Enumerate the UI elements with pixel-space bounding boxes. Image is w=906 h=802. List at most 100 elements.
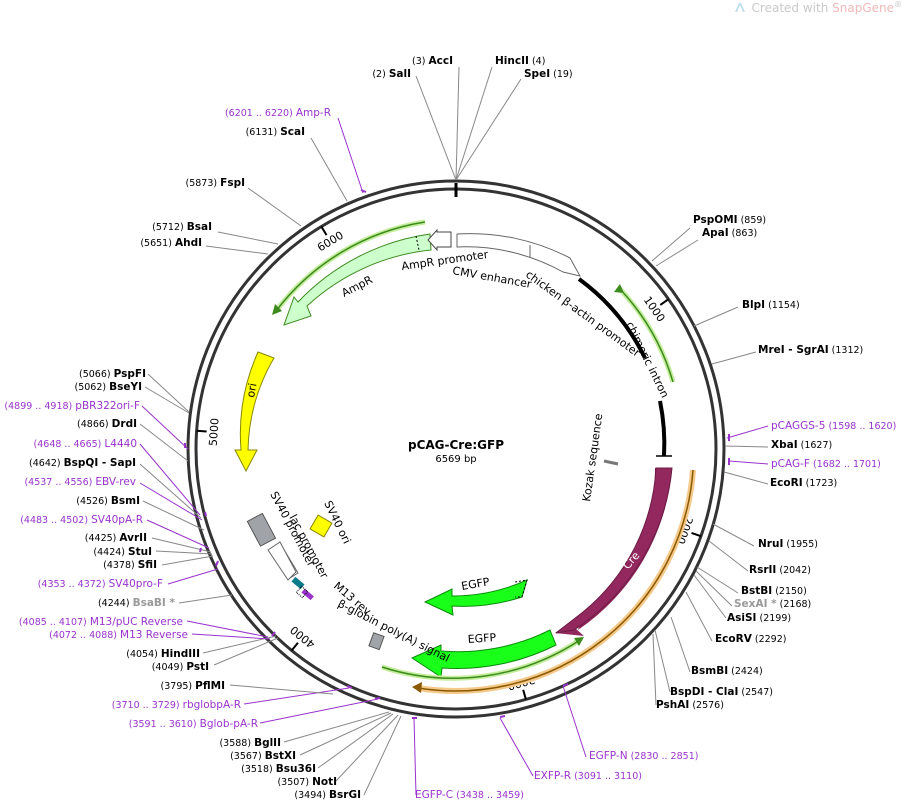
site-label: (3710 .. 3729) rbglobpA-R [112,699,241,711]
site-name: BstXI [265,750,296,762]
site-name: L4440 [104,438,137,450]
site-name: rbglobpA-R [183,699,241,711]
site-label: (2) SalI [372,68,411,80]
tick-mark [691,531,702,538]
site-name: BspQI - SapI [64,457,136,469]
site-position: (4866) [77,419,109,430]
site-name: BspDI - ClaI [670,686,738,698]
ampr-promoter-arrow [427,228,452,252]
snapgene-logo-icon [734,3,745,12]
site-position: (1154) [768,300,800,311]
site-name: BsrGI [329,789,361,801]
site-label: (3494) BsrGI [294,789,361,801]
site-name: Bsu36I [276,763,316,775]
site-position: (4085 .. 4107) [19,617,87,628]
site-position: (4642) [29,458,61,469]
egfp-outer-label: EGFP [467,631,497,646]
site-position: (863) [732,228,758,239]
site-label: XbaI (1627) [771,439,832,451]
tick-label: 5000 [207,418,222,447]
site-name: M13 Reverse [120,629,188,641]
cmv-enhancer-label: CMV enhancer [451,264,532,291]
site-label: AsiSI (2199) [727,612,791,624]
site-position: (2830 .. 2851) [631,751,699,762]
egfp-inner-arrow [423,579,528,616]
site-label: (3518) Bsu36I [241,763,316,775]
site-name: pCAG-F [771,458,810,470]
site-label: (4049) PstI [152,661,209,673]
site-label: (4483 .. 4502) SV40pA-R [20,514,143,526]
site-position: (3518) [241,764,273,775]
site-position: (4483 .. 4502) [20,515,88,526]
site-label: EGFP-C (3438 .. 3459) [415,789,524,801]
site-name: AsiSI [727,612,756,624]
watermark-brand: SnapGene [832,1,894,15]
tick-mark [320,226,328,236]
site-name: DrdI [112,418,137,430]
leader-lines [139,66,769,796]
site-label: EGFP-N (2830 .. 2851) [589,750,698,762]
kozak-label: Kozak sequence [580,412,605,502]
site-name: SexAI * [734,598,777,610]
site-name: pCAGGS-5 [771,420,825,432]
site-position: (5873) [186,178,218,189]
site-name: BsaBI * [133,597,176,609]
site-position: (2) [372,69,385,80]
sv40-promoter-gray-box [246,512,277,547]
site-label: (4424) StuI [93,546,152,558]
site-label: BstBI (2150) [741,585,807,597]
site-name: PspOMI [693,214,738,226]
site-label: (3591 .. 3610) Bglob-pA-R [129,718,258,730]
site-label: NruI (1955) [758,538,818,550]
site-position: (2547) [741,687,773,698]
site-position: (1723) [806,478,838,489]
kozak-mark [603,459,619,466]
tick-mark [290,642,299,652]
site-name: pBR322ori-F [75,400,140,412]
site-position: (4353 .. 4372) [38,579,106,590]
site-position: (3588) [219,738,251,749]
site-position: (3710 .. 3729) [112,700,180,711]
site-label: BlpI (1154) [742,299,800,311]
site-label: PspOMI (859) [693,214,766,226]
site-position: (4424) [93,547,125,558]
site-position: (2576) [692,700,724,711]
site-label: MreI - SgrAI (1312) [758,344,863,356]
ori-arrow [234,351,275,473]
site-name: PshAI [656,699,689,711]
tick-mark [659,298,670,306]
site-label: BsmBI (2424) [691,665,763,677]
site-name: EXFP-R [534,770,571,782]
chicken-beta-actin-arc [577,277,647,359]
site-name: MreI - SgrAI [758,344,829,356]
site-label: pCAGGS-5 (1598 .. 1620) [771,420,896,432]
site-position: (2199) [759,613,791,624]
site-position: (3567) [230,751,262,762]
site-position: (3494) [294,790,326,801]
site-name: NotI [312,776,337,788]
sv40-ori-box [309,514,333,538]
site-name: SpeI [524,68,550,80]
site-label: (3588) BglII [219,737,281,749]
site-position: (5651) [140,238,172,249]
site-label: (4244) BsaBI * [98,597,176,609]
ampr-arrow [283,233,432,326]
site-position: (5062) [74,382,106,393]
beta-globin-polya-box [368,632,385,651]
site-name: BsmBI [691,665,728,677]
site-label: (4378) SfiI [103,559,157,571]
site-position: (2042) [779,565,811,576]
site-name: RsrII [749,564,776,576]
tick-mark [522,689,527,700]
site-label: (5873) FspI [186,177,245,189]
site-name: BsmI [111,495,140,507]
site-position: (6201 .. 6220) [225,108,293,119]
site-label: (4866) DrdI [77,418,137,430]
site-label: (4899 .. 4918) pBR322ori-F [4,400,140,412]
site-position: (4072 .. 4088) [49,630,117,641]
site-name: Amp-R [296,107,331,119]
site-position: (1598 .. 1620) [828,421,896,432]
site-name: EBV-rev [95,476,136,488]
